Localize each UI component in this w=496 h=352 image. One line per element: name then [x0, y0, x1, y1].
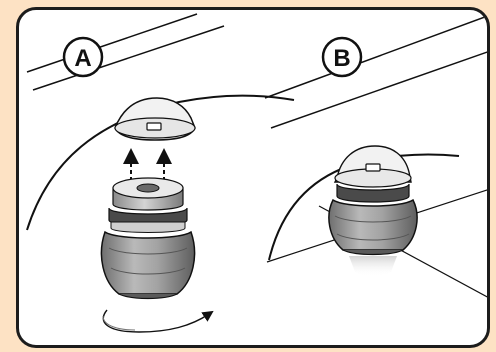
panel-b-label: B	[321, 36, 363, 78]
panel-a-label: A	[62, 36, 104, 78]
faucet-slot	[146, 122, 162, 131]
faucet-edge-line	[32, 25, 225, 91]
installed-aerator	[328, 183, 418, 277]
faucet-edge-line	[26, 13, 198, 73]
illustration-frame: A B	[16, 7, 490, 348]
panel-a: A	[26, 13, 295, 333]
up-arrows-icon	[123, 148, 172, 188]
panel-b-letter: B	[333, 45, 350, 72]
faucet-slot	[365, 163, 381, 172]
faucet-edge-line	[270, 51, 487, 129]
water-stream	[349, 256, 397, 277]
installation-diagram: A B	[26, 13, 487, 333]
faucet-edge-line	[264, 15, 487, 99]
panel-b: B	[264, 15, 487, 298]
aerator	[100, 177, 196, 300]
panel-a-letter: A	[74, 45, 91, 72]
